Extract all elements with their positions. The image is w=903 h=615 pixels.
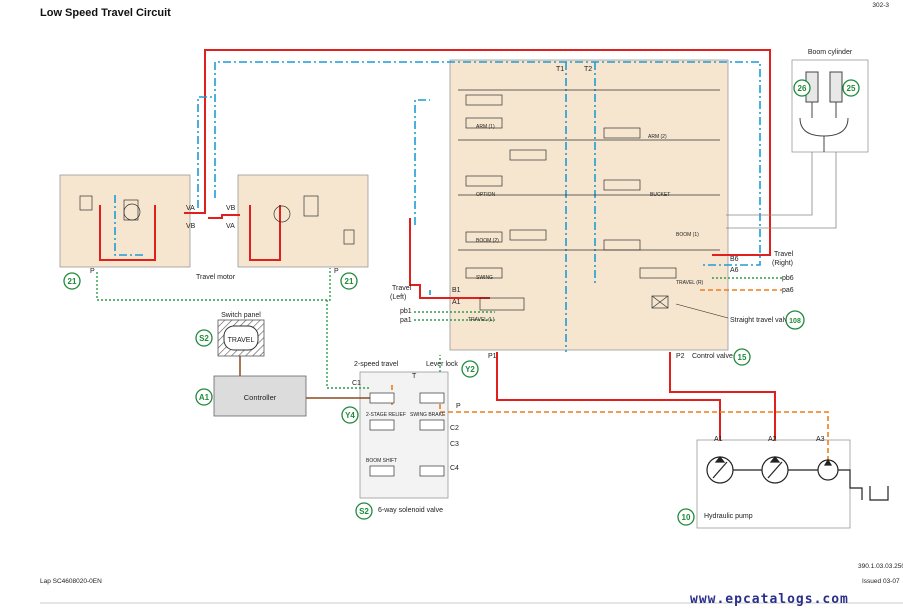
valve-details	[79, 89, 720, 477]
port-p2: P2	[676, 353, 685, 360]
callout-21-left: 21	[68, 277, 77, 286]
port-c4: C4	[450, 465, 459, 472]
control-valve-label: Control valve	[692, 353, 733, 360]
callout-25: 25	[847, 84, 856, 93]
controller-box	[213, 375, 307, 417]
electric-wiring	[239, 356, 372, 399]
watermark: www.epcatalogs.com	[690, 592, 849, 607]
port-pb6: pb6	[782, 275, 794, 282]
port-a2-pump: A2	[768, 436, 777, 443]
callout-a1: A1	[199, 393, 210, 402]
spool-arm2: ARM (2)	[648, 134, 667, 140]
callout-s2-switch: S2	[199, 334, 209, 343]
pump-symbols	[706, 456, 889, 501]
travel-right-label-2: (Right)	[772, 260, 793, 267]
callout-15: 15	[738, 353, 747, 362]
solenoid-valve-label: 6-way solenoid valve	[378, 507, 443, 514]
port-c3: C3	[450, 441, 459, 448]
solenoid-valve-block	[359, 371, 449, 499]
port-c1: C1	[352, 380, 361, 387]
pressure-lines	[99, 49, 776, 440]
callout-y2: Y2	[465, 365, 475, 374]
footer-left: Lap SC4608020-0EN	[40, 578, 102, 585]
straight-travel-leader	[675, 303, 729, 319]
drawing-id: 390.1.03.03.2502	[858, 563, 903, 570]
travel-motor-left	[59, 174, 191, 268]
spool-two-stage: 2-STAGE RELIEF	[366, 412, 406, 418]
spool-travel-left: TRAVEL (L)	[468, 317, 495, 323]
travel-left-label-2: (Left)	[390, 294, 406, 301]
boom-cylinder-lines	[726, 152, 837, 229]
port-b6-valve: B6	[730, 256, 739, 263]
port-a1-pump: A1	[714, 436, 723, 443]
spool-travel-right: TRAVEL (R)	[676, 280, 704, 286]
switch-button-label: TRAVEL	[228, 337, 255, 344]
spool-bucket: BUCKET	[650, 192, 670, 198]
port-vb-right: VB	[226, 205, 236, 212]
page-ref: 302-3	[872, 2, 889, 9]
port-labels: VA VB VB VA P P A1 A2 A3 P1 P2 pb1 pa1 p…	[90, 66, 825, 472]
spool-boom1: BOOM (1)	[676, 232, 699, 238]
boom-cylinder-label: Boom cylinder	[808, 49, 853, 56]
callout-10: 10	[682, 513, 691, 522]
travel-motor-right	[237, 174, 369, 268]
callout-s2-solenoid: S2	[359, 507, 369, 516]
port-b1-valve: B1	[452, 287, 461, 294]
spool-swing-brake: SWING BRAKE	[410, 412, 446, 418]
switch-panel	[217, 319, 265, 357]
port-t2: T2	[584, 66, 592, 73]
port-p-left: P	[90, 268, 95, 275]
port-a1-valve: A1	[452, 299, 461, 306]
port-va-left: VA	[186, 205, 195, 212]
callout-21-right: 21	[345, 277, 354, 286]
footer-right: Issued 03-07	[862, 578, 900, 585]
callout-26: 26	[798, 84, 807, 93]
spool-labels: ARM (2) ARM (1) OPTION BOOM (2) BOOM (1)…	[366, 124, 704, 464]
spool-swing: SWING	[476, 275, 493, 281]
pilot-lines	[96, 268, 782, 389]
callout-108: 108	[789, 318, 801, 325]
port-pb1: pb1	[400, 308, 412, 315]
port-p1: P1	[488, 353, 497, 360]
travel-left-label-1: Travel	[392, 285, 412, 292]
port-p-right: P	[334, 268, 339, 275]
spool-boom2: BOOM (2)	[476, 238, 499, 244]
switch-panel-label: Switch panel	[221, 312, 261, 319]
travel-motor-label: Travel motor	[196, 274, 236, 281]
port-pa1: pa1	[400, 317, 412, 324]
return-lines	[114, 61, 761, 352]
callouts: 21 21 S2 A1 Y4 Y2 S2 26 25 108 15 10	[63, 79, 860, 526]
spool-boom-shift: BOOM SHIFT	[366, 458, 397, 464]
hydraulic-pump-label: Hydraulic pump	[704, 513, 753, 520]
lever-lock-label: Lever lock	[426, 361, 458, 368]
page-title: Low Speed Travel Circuit	[40, 7, 171, 19]
port-vb-left: VB	[186, 223, 196, 230]
travel-right-label-1: Travel	[774, 251, 794, 258]
port-p-solenoid: P	[456, 403, 461, 410]
port-a6-valve: A6	[730, 267, 739, 274]
port-t: T	[412, 373, 417, 380]
port-c2: C2	[450, 425, 459, 432]
spool-option: OPTION	[476, 192, 496, 198]
controller-label: Controller	[244, 393, 277, 402]
port-t1: T1	[556, 66, 564, 73]
port-va-right: VA	[226, 223, 235, 230]
straight-travel-valve-label: Straight travel valve	[730, 317, 792, 324]
port-pa6: pa6	[782, 287, 794, 294]
two-speed-travel-label: 2-speed travel	[354, 361, 399, 368]
spool-arm1: ARM (1)	[476, 124, 495, 130]
port-a3-pump: A3	[816, 436, 825, 443]
control-valve-block	[449, 59, 729, 351]
callout-y4: Y4	[345, 411, 355, 420]
